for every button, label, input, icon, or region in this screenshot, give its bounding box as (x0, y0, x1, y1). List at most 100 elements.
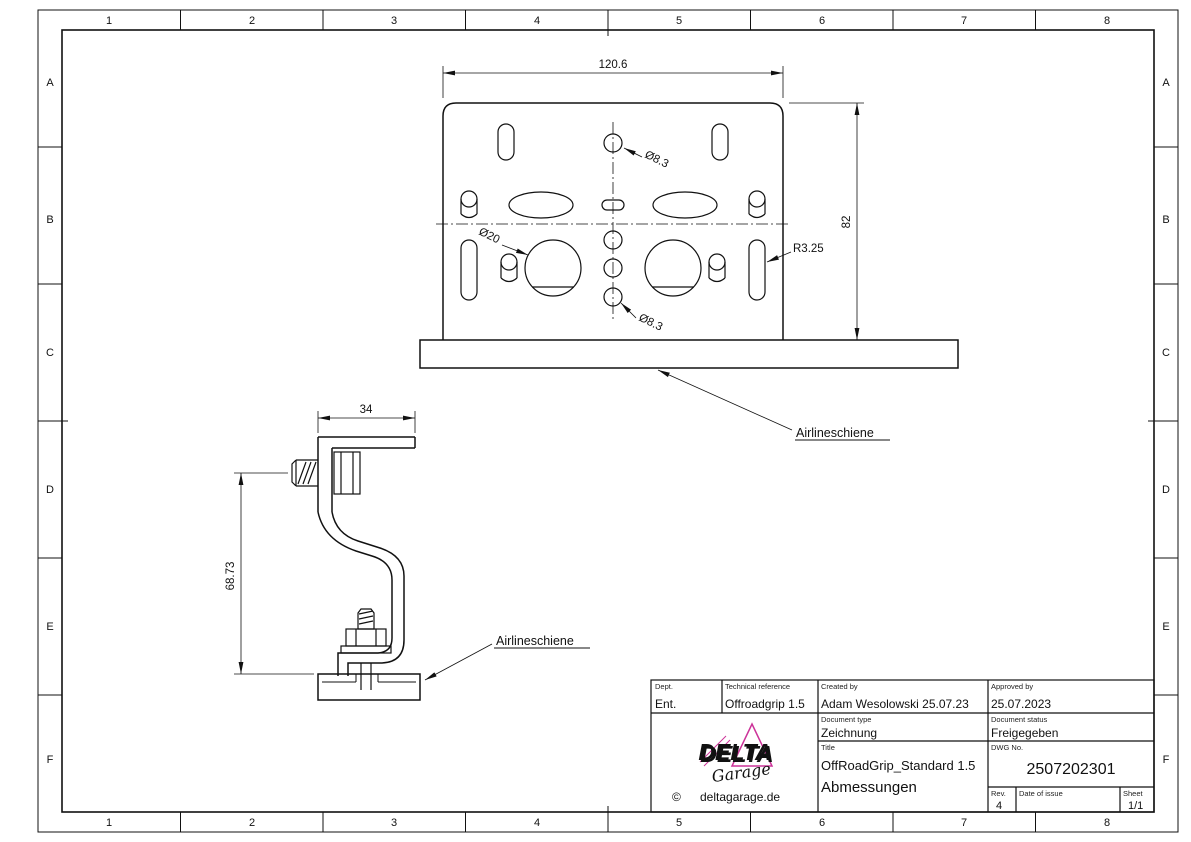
grid-row-label: D (1162, 484, 1170, 496)
tech-ref-value: Offroadgrip 1.5 (725, 697, 805, 711)
approved-by-label: Approved by (991, 682, 1033, 691)
doc-status-label: Document status (991, 715, 1048, 724)
top-view-holes (460, 123, 766, 307)
grid-col-label: 8 (1104, 817, 1110, 829)
sheet-value: 1/1 (1128, 800, 1143, 812)
grid-row-label: C (1162, 347, 1170, 359)
grid-col-label: 3 (391, 817, 397, 829)
slot-top-left (497, 123, 515, 161)
grid-row-label: A (1162, 77, 1170, 89)
hole-large-right (644, 239, 702, 297)
doc-status-value: Freigegeben (991, 726, 1058, 740)
rev-label: Rev. (991, 789, 1006, 798)
side-view-outline (291, 436, 421, 701)
date-of-issue-label: Date of issue (1019, 789, 1063, 798)
grid-row-label: C (46, 347, 54, 359)
dept-label: Dept. (655, 682, 673, 691)
dim-depth-text: 34 (360, 404, 373, 416)
top-view-centerlines (436, 122, 790, 322)
grid-row-label: B (46, 214, 53, 226)
grid-row-label: A (46, 77, 54, 89)
top-view: 120.6 82 Ø8.3 Ø20 R3.25 Ø8.3 A (419, 59, 959, 441)
dim-depth (317, 411, 416, 433)
dim-overall-height-text: 82 (841, 216, 853, 229)
doc-type-label: Document type (821, 715, 871, 724)
side-view: 34 68.73 Airlineschiene (225, 404, 590, 701)
doc-type-value: Zeichnung (821, 726, 877, 740)
dim-height-text: 68.73 (225, 562, 237, 591)
created-by-value: Adam Wesolowski 25.07.23 (821, 697, 969, 711)
sheet-frame (37, 9, 1179, 833)
logo-delta-shadow: DELTA (700, 741, 773, 767)
leader-hole-bottom (620, 302, 637, 319)
drawing-title-line2: Abmessungen (821, 779, 917, 796)
grid-reference-labels: 1 2 3 4 5 6 7 8 1 2 3 4 5 6 7 8 A B C D … (46, 15, 1170, 829)
rev-value: 4 (996, 800, 1002, 812)
approved-by-value: 25.07.2023 (991, 697, 1051, 711)
grid-col-label: 4 (534, 817, 540, 829)
logo-triangle (730, 722, 774, 767)
leader-hole-large (501, 244, 529, 256)
grid-col-label: 3 (391, 15, 397, 27)
cylinder-bottom-right (708, 253, 726, 283)
title-block-grid (650, 679, 1155, 813)
grid-col-label: 2 (249, 15, 255, 27)
dim-hole-top-text: Ø8.3 (643, 149, 671, 171)
side-clamp-stud (340, 608, 392, 690)
dim-overall-width-text: 120.6 (599, 59, 628, 71)
grid-col-label: 1 (106, 817, 112, 829)
grid-col-label: 1 (106, 15, 112, 27)
grid-col-label: 5 (676, 817, 682, 829)
grid-row-label: E (46, 621, 53, 633)
rail-label-top-view: Airlineschiene (796, 426, 874, 440)
grid-col-label: 4 (534, 15, 540, 27)
leader-hole-top (623, 147, 643, 158)
ellipse-slot-left (508, 191, 574, 219)
dim-overall-height (789, 102, 864, 340)
dim-height (234, 472, 314, 675)
top-view-rail (419, 339, 959, 369)
leader-slot-radius (766, 251, 792, 263)
title-block: Dept. Ent. Technical reference Offroadgr… (650, 679, 1155, 813)
slot-top-right (711, 123, 729, 161)
grid-row-label: F (1163, 754, 1170, 766)
grid-col-label: 7 (961, 15, 967, 27)
title-label: Title (821, 743, 835, 752)
leader-rail-top-view (657, 369, 890, 441)
rail-label-side-view: Airlineschiene (496, 634, 574, 648)
dim-overall-width (442, 66, 784, 98)
top-view-plate-outline (419, 102, 959, 369)
dim-hole-bottom-text: Ø8.3 (637, 312, 665, 334)
dwg-value: 2507202301 (1027, 761, 1116, 778)
grid-col-label: 8 (1104, 15, 1110, 27)
sheet-inner-edge (317, 511, 393, 676)
side-hex-head (333, 451, 361, 495)
grid-col-label: 6 (819, 817, 825, 829)
dim-slot-radius-text: R3.25 (793, 243, 824, 255)
grid-row-label: E (1162, 621, 1169, 633)
side-bolt-stud (291, 459, 318, 487)
tech-ref-label: Technical reference (725, 682, 790, 691)
sheet-label: Sheet (1123, 789, 1144, 798)
dept-value: Ent. (655, 697, 676, 711)
grid-col-label: 2 (249, 817, 255, 829)
grid-row-label: D (46, 484, 54, 496)
cylinder-bottom-left (500, 253, 518, 283)
dim-hole-large-text: Ø20 (477, 226, 502, 246)
logo-delta-text: DELTA (698, 739, 771, 765)
sheet-outer-edge (331, 511, 405, 676)
grid-col-label: 7 (961, 817, 967, 829)
slot-bottom-left (460, 239, 478, 301)
ellipse-slot-right (652, 191, 718, 219)
side-view-rail (317, 673, 421, 701)
cylinder-mid-right (748, 190, 766, 219)
drawing-title-line1: OffRoadGrip_Standard 1.5 (821, 758, 975, 773)
side-clamp-washer (340, 645, 392, 654)
grid-row-label: F (47, 754, 54, 766)
grid-col-label: 6 (819, 15, 825, 27)
cylinder-mid-left (460, 190, 478, 219)
website-text: deltagarage.de (700, 790, 780, 804)
leader-rail-side-view (424, 643, 590, 681)
